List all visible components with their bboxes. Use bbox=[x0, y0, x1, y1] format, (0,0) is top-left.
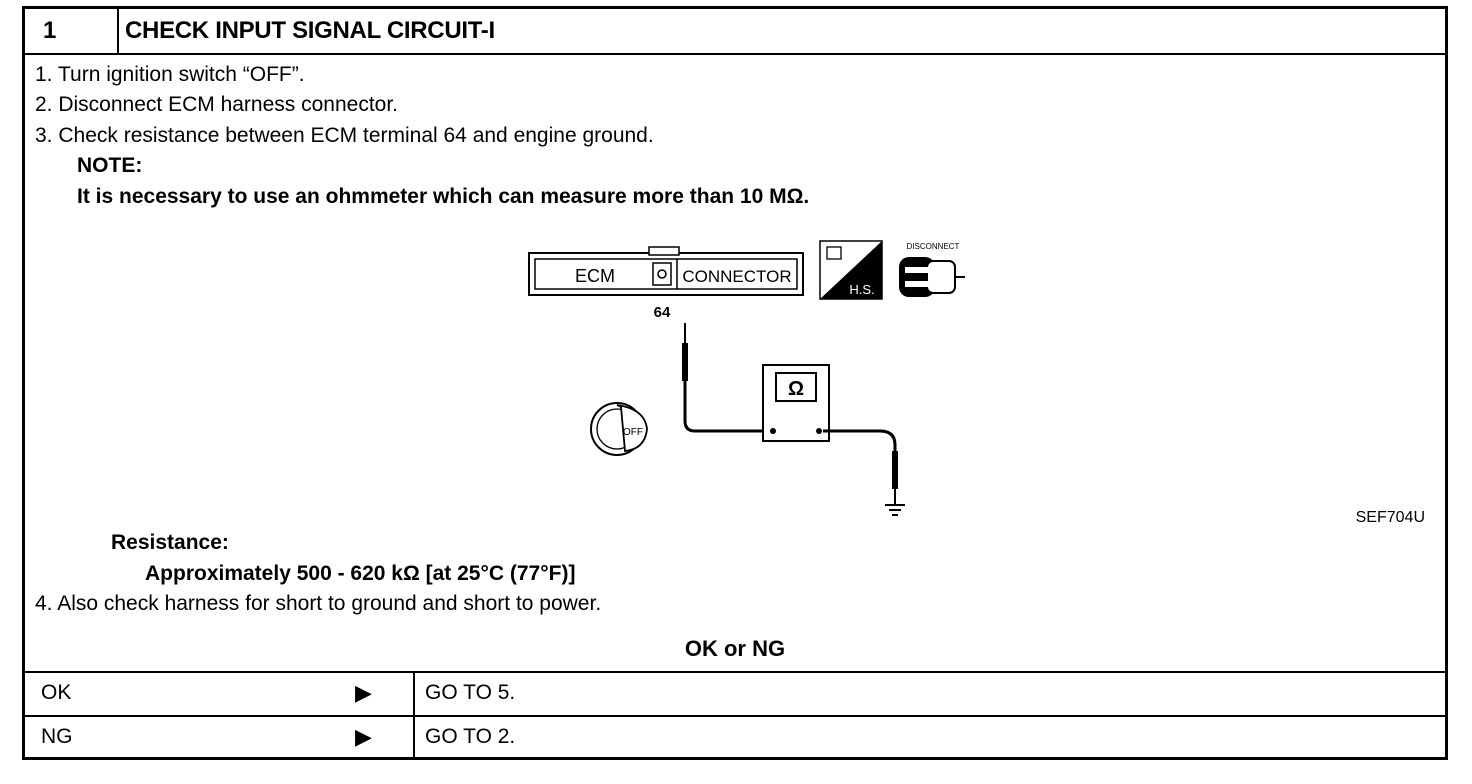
result-action: GO TO 5. bbox=[425, 681, 516, 704]
step-3: 3. Check resistance between ECM terminal… bbox=[35, 124, 654, 147]
step-header: 1 CHECK INPUT SIGNAL CIRCUIT-I bbox=[25, 9, 1445, 55]
ground-symbol bbox=[885, 504, 905, 516]
step-1: 1. Turn ignition switch “OFF”. bbox=[35, 63, 305, 86]
terminal-64-label: 64 bbox=[654, 304, 671, 321]
result-key: OK bbox=[41, 681, 72, 704]
step-4: 4. Also check harness for short to groun… bbox=[35, 592, 602, 615]
disconnect-icon: DISCONNECT bbox=[899, 242, 965, 297]
step-2: 2. Disconnect ECM harness connector. bbox=[35, 93, 399, 116]
note-label: NOTE: bbox=[77, 154, 143, 177]
resistance-label: Resistance: bbox=[111, 531, 229, 554]
arrow-icon: ▶ bbox=[355, 680, 372, 705]
arrow-icon: ▶ bbox=[355, 724, 372, 749]
ok-or-ng-prompt: OK or NG bbox=[684, 636, 786, 661]
harness-side-icon: H.S. bbox=[819, 240, 883, 300]
column-divider bbox=[413, 717, 415, 759]
result-row-ok: OK ▶ GO TO 5. bbox=[25, 671, 1445, 715]
ohmmeter-icon: Ω bbox=[762, 364, 830, 442]
disconnect-label: DISCONNECT bbox=[907, 242, 960, 251]
ignition-key-off-icon: OFF bbox=[590, 402, 648, 456]
wiring-diagram: ECM CONNECTOR 64 H.S. DISCONNECT Ω bbox=[528, 240, 965, 516]
procedure-box: 1 CHECK INPUT SIGNAL CIRCUIT-I 1. Turn i… bbox=[22, 6, 1448, 760]
result-action: GO TO 2. bbox=[425, 725, 516, 748]
step-number: 1 bbox=[25, 9, 119, 53]
column-divider bbox=[413, 673, 415, 715]
result-key: NG bbox=[41, 725, 73, 748]
note-text: It is necessary to use an ohmmeter which… bbox=[77, 185, 810, 208]
resistance-value: Approximately 500 - 620 kΩ [at 25°C (77°… bbox=[145, 562, 576, 585]
result-row-ng: NG ▶ GO TO 2. bbox=[25, 715, 1445, 759]
hs-label: H.S. bbox=[849, 282, 874, 297]
figure-id: SEF704U bbox=[1355, 509, 1425, 526]
connector-label: CONNECTOR bbox=[682, 267, 791, 286]
ohm-symbol: Ω bbox=[788, 378, 804, 400]
step-title: CHECK INPUT SIGNAL CIRCUIT-I bbox=[125, 17, 495, 44]
ecm-label: ECM bbox=[575, 266, 615, 286]
key-off-label: OFF bbox=[623, 427, 643, 438]
